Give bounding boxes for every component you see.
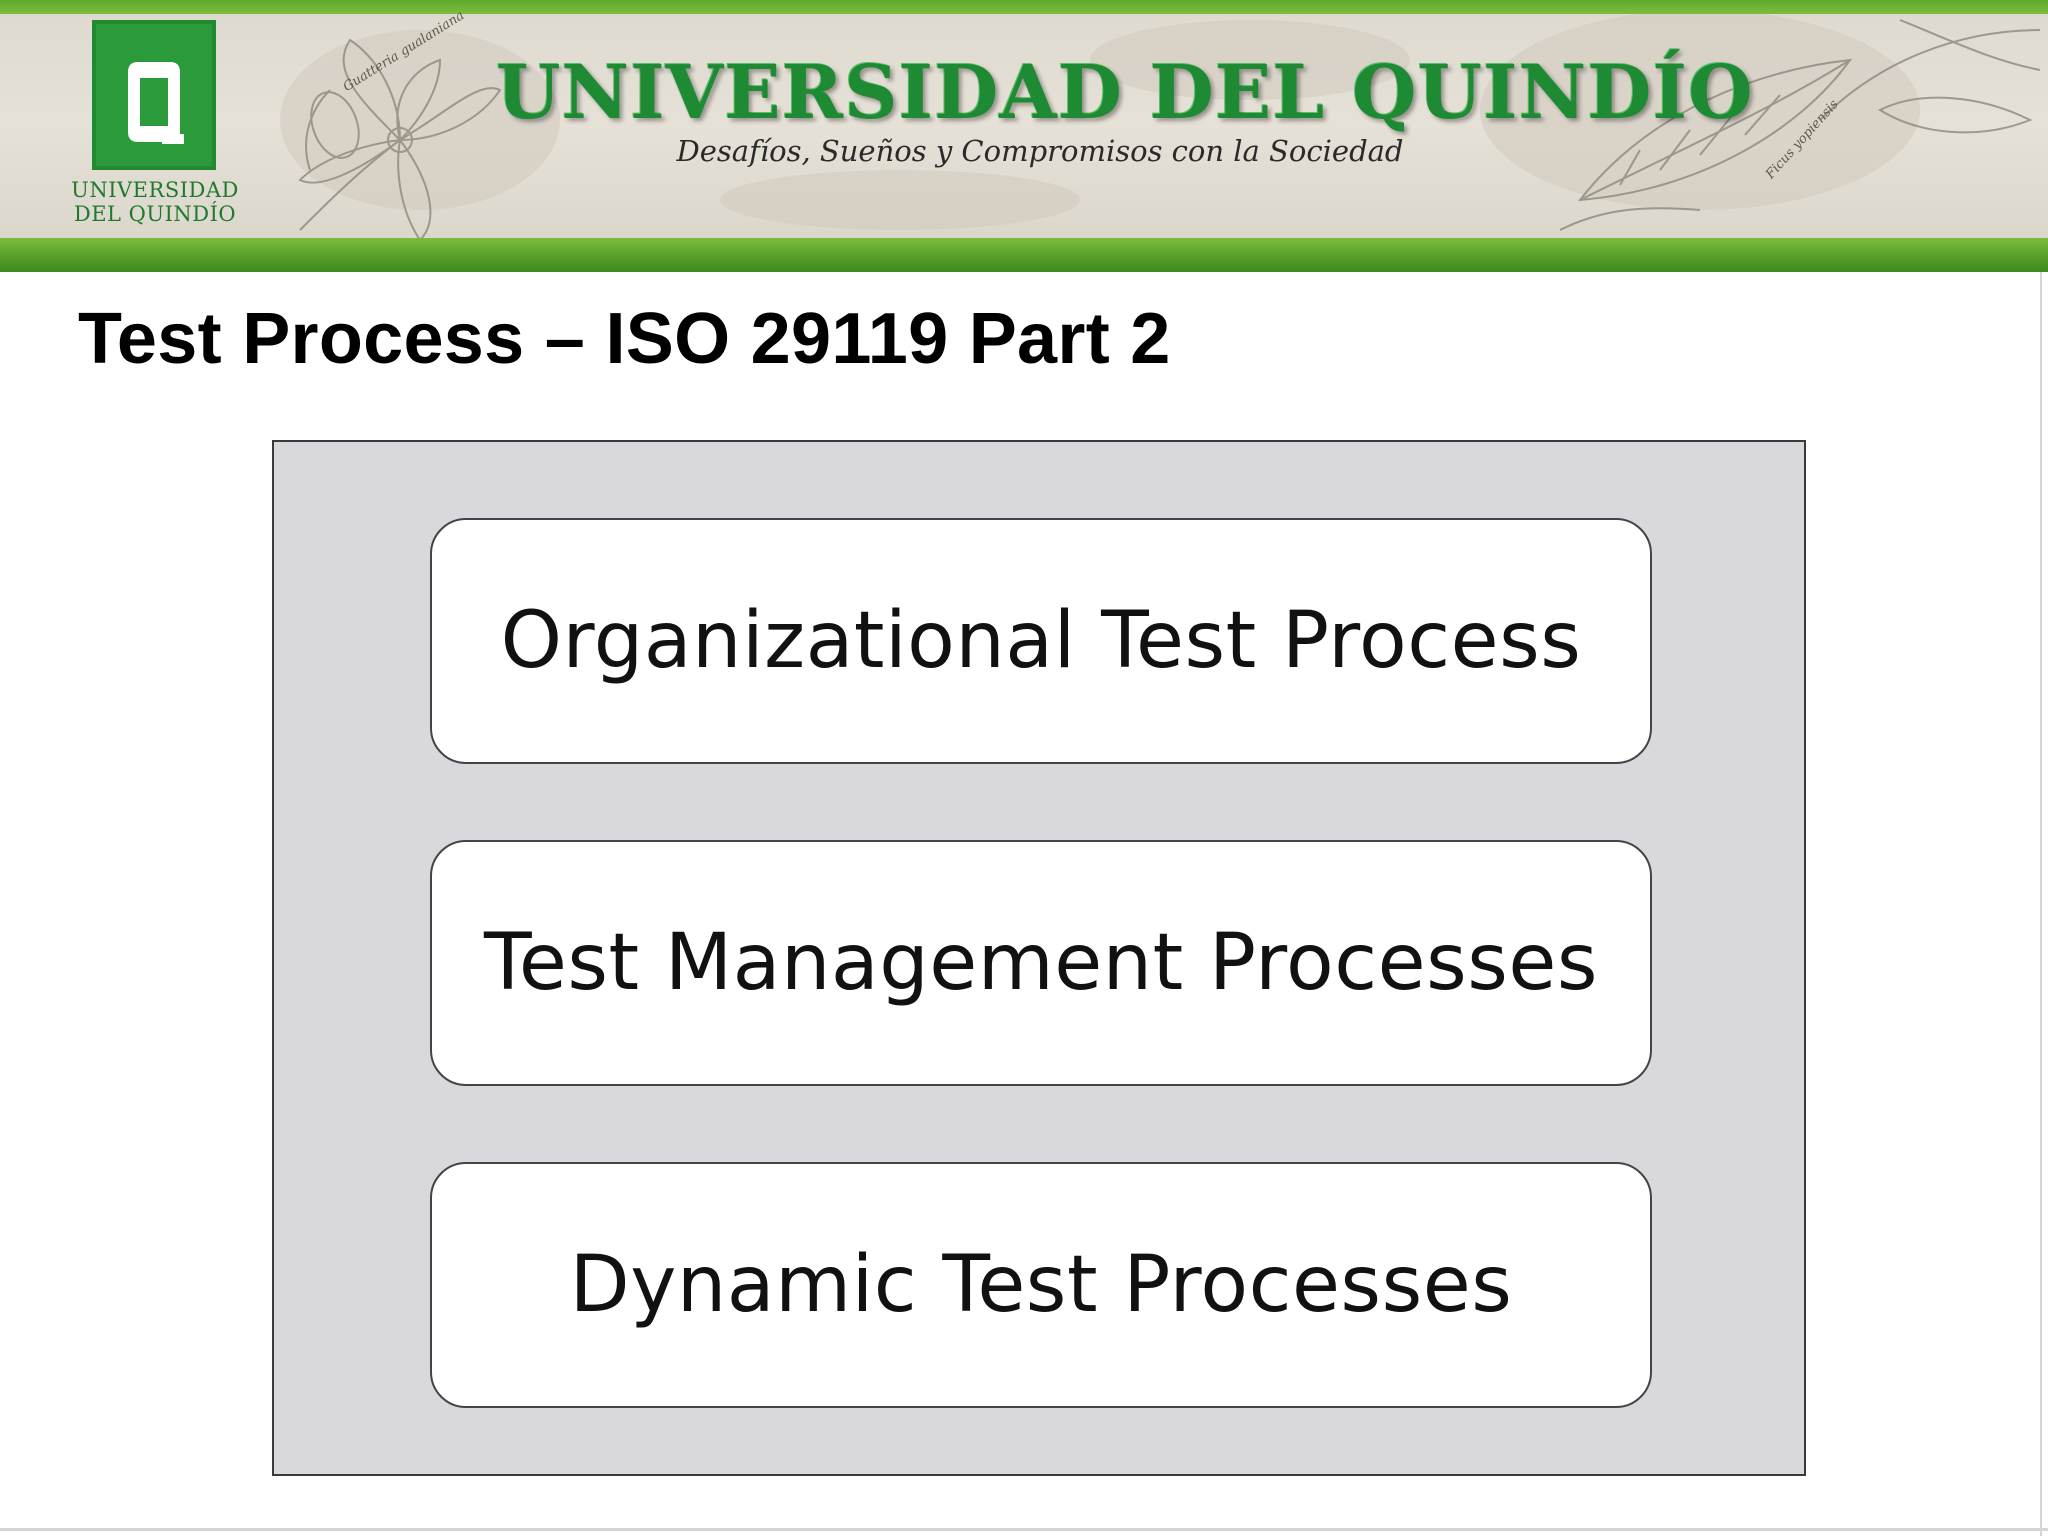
header-top-stripe [0,0,2048,14]
botanical-illustration [280,10,2041,242]
university-motto: Desafíos, Sueños y Compromisos con la So… [676,134,1404,168]
process-box-label: Test Management Processes [483,918,1599,1008]
dynamic-test-processes-box: Dynamic Test Processes [430,1162,1652,1408]
logo-caption: UNIVERSIDAD DEL QUINDÍO [60,178,250,226]
logo-caption-line1: UNIVERSIDAD [71,178,239,202]
process-box-label: Organizational Test Process [500,596,1582,686]
university-shield-icon [92,20,216,170]
process-box-label: Dynamic Test Processes [569,1240,1513,1330]
university-title: UNIVERSIDAD DEL QUINDÍO [496,50,1754,136]
logo-caption-line2: DEL QUINDÍO [73,202,237,226]
test-management-processes-box: Test Management Processes [430,840,1652,1086]
header-bottom-stripe [0,238,2048,272]
organizational-test-process-box: Organizational Test Process [430,518,1652,764]
slide-title: Test Process – ISO 29119 Part 2 [78,299,1171,379]
header-banner: UNIVERSIDAD DEL QUINDÍO Guatteria gualan… [0,0,2048,272]
slide-right-edge [2040,272,2042,1536]
slide-bottom-edge [0,1528,2048,1531]
process-diagram: Organizational Test Process Test Managem… [272,440,1806,1476]
